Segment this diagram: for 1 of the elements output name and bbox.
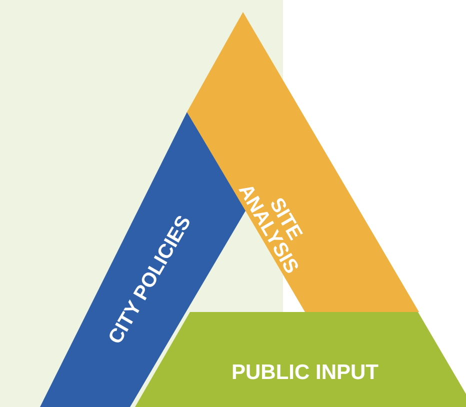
band-label: PUBLIC INPUT xyxy=(230,362,380,383)
